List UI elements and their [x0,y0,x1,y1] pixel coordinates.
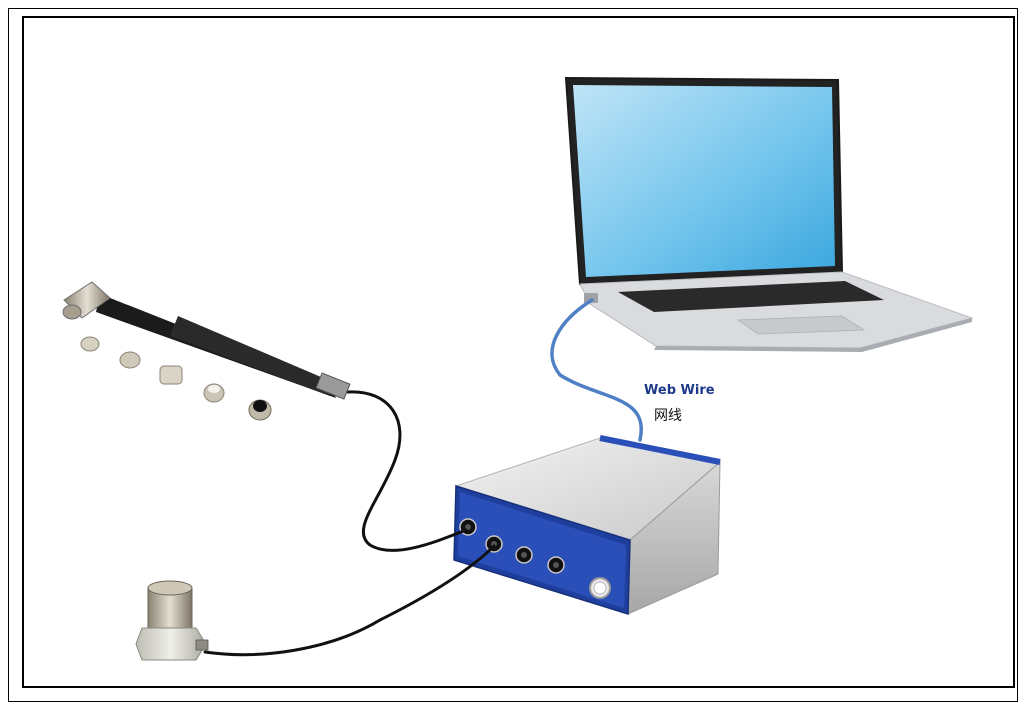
web-wire-label-chinese: 网线 [654,405,682,425]
laptop-icon [566,78,972,352]
hammer-cable [348,392,466,550]
accelerometer-icon [136,581,208,660]
accelerometer-cable [205,546,494,655]
web-wire-label: Web Wire [644,383,715,398]
impact-hammer-icon [63,282,350,399]
data-acquisition-box-icon [454,438,720,614]
